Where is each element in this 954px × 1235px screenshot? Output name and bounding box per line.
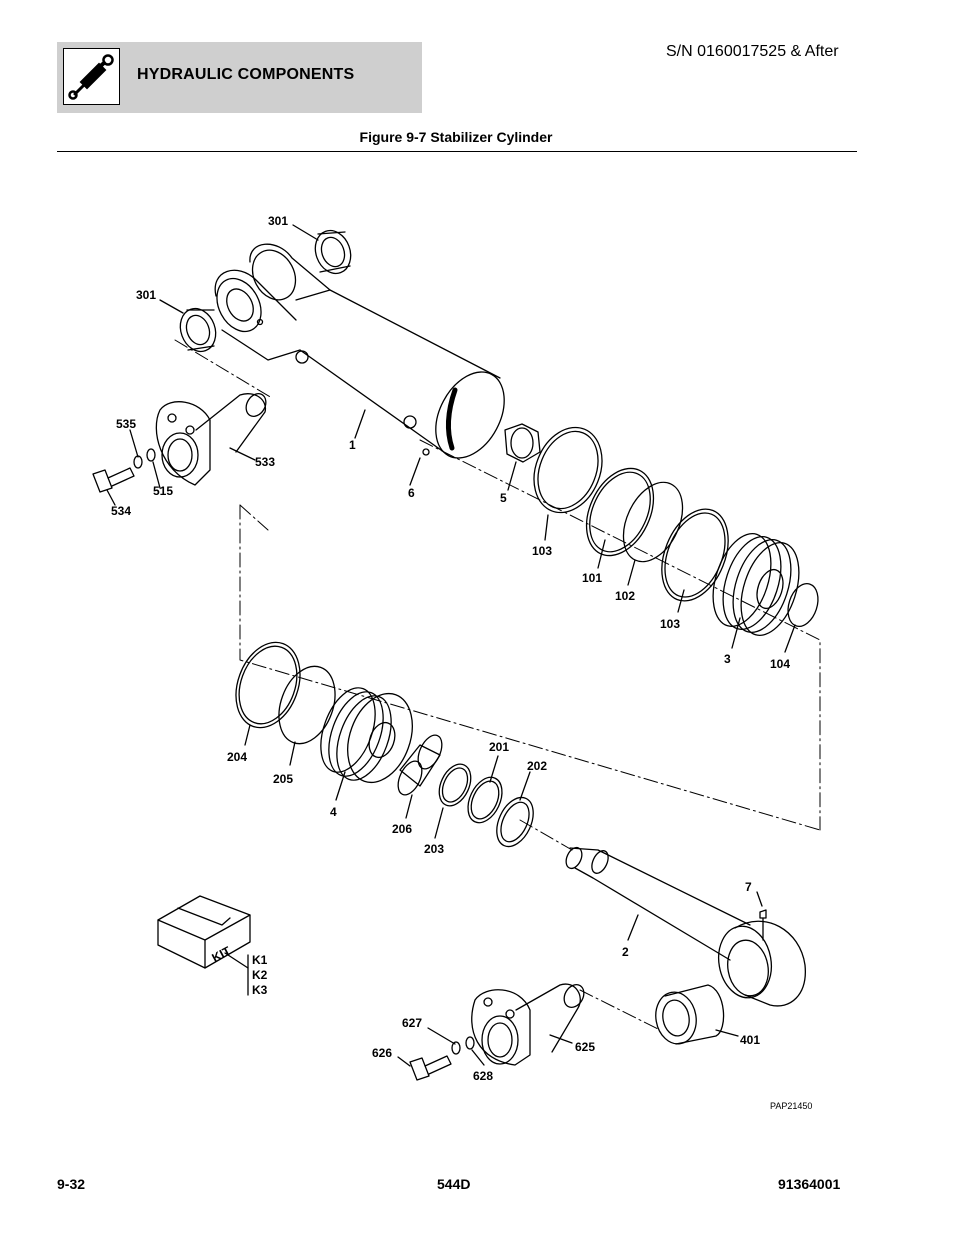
callout-533: 533 <box>255 455 275 469</box>
callout-301-lower: 301 <box>136 288 156 302</box>
piston-seal-rings <box>533 426 729 602</box>
callout-1: 1 <box>349 438 356 452</box>
callout-101: 101 <box>582 571 602 585</box>
callout-627: 627 <box>402 1016 422 1030</box>
callout-204: 204 <box>227 750 247 764</box>
pin-bushings <box>179 229 352 353</box>
bolt-626 <box>409 1036 475 1081</box>
page-number: 9-32 <box>57 1176 86 1192</box>
piston-rod <box>565 846 806 1007</box>
callout-203: 203 <box>424 842 444 856</box>
callout-205: 205 <box>273 772 293 786</box>
cylinder-head <box>320 687 413 784</box>
callout-leaders <box>106 224 796 1067</box>
callout-7: 7 <box>745 880 752 894</box>
callout-206: 206 <box>392 822 412 836</box>
piston <box>712 532 800 637</box>
callout-401: 401 <box>740 1033 760 1047</box>
callout-104: 104 <box>770 657 790 671</box>
callout-515: 515 <box>153 484 173 498</box>
kit-item-k2: K2 <box>252 968 268 982</box>
rod-seals <box>397 734 534 848</box>
callout-103-upper: 103 <box>532 544 552 558</box>
cylinder-barrel <box>214 243 505 459</box>
hydraulic-cylinder-icon <box>63 48 120 105</box>
callout-3: 3 <box>724 652 731 666</box>
callout-102: 102 <box>615 589 635 603</box>
head-seal-rings <box>235 641 336 745</box>
rod-end-bushing <box>655 984 725 1045</box>
grease-fitting-6 <box>422 448 430 456</box>
kit-item-k1: K1 <box>252 953 268 967</box>
callout-5: 5 <box>500 491 507 505</box>
illustration-code: PAP21450 <box>770 1101 812 1111</box>
callout-301-upper: 301 <box>268 214 288 228</box>
callout-626: 626 <box>372 1046 392 1060</box>
kit-label: KIT <box>209 943 233 965</box>
seal-kit-box: KIT <box>157 895 251 996</box>
callout-535: 535 <box>116 417 136 431</box>
model-number: 544D <box>437 1176 471 1192</box>
callout-201: 201 <box>489 740 509 754</box>
section-title: HYDRAULIC COMPONENTS <box>137 66 355 83</box>
serial-number-range: S/N 0160017525 & After <box>666 43 839 60</box>
section-header: HYDRAULIC COMPONENTS <box>57 42 422 113</box>
callout-2: 2 <box>622 945 629 959</box>
callout-202: 202 <box>527 759 547 773</box>
callout-103-lower: 103 <box>660 617 680 631</box>
figure-title: Figure 9-7 Stabilizer Cylinder <box>359 129 553 145</box>
pin-533 <box>155 393 267 486</box>
callout-625: 625 <box>575 1040 595 1054</box>
lock-nut <box>504 423 541 463</box>
pin-625 <box>471 983 585 1066</box>
o-ring-104 <box>787 582 819 628</box>
callout-534: 534 <box>111 504 131 518</box>
kit-item-k3: K3 <box>252 983 268 997</box>
bolt-534 <box>92 448 156 493</box>
document-number: 91364001 <box>778 1176 841 1192</box>
assembly-center-lines <box>174 339 821 1031</box>
callout-628: 628 <box>473 1069 493 1083</box>
header-rule <box>57 151 857 152</box>
callout-4: 4 <box>330 805 337 819</box>
callout-6: 6 <box>408 486 415 500</box>
